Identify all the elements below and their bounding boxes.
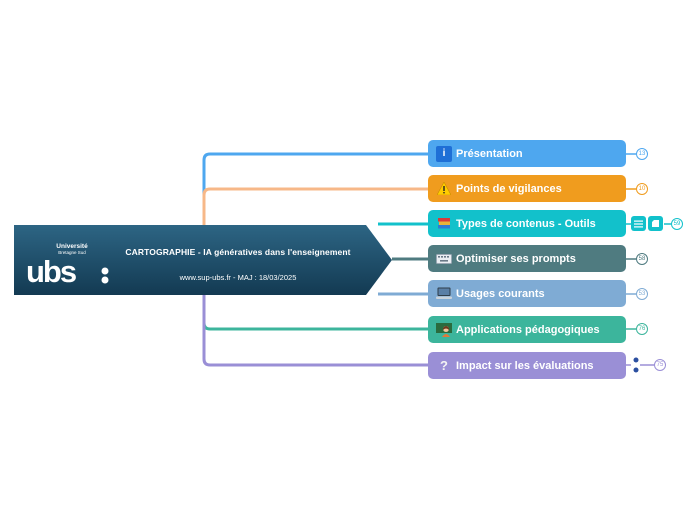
badge-types[interactable]: 59: [671, 218, 683, 230]
question-icon: ?: [440, 358, 448, 373]
node-label: Impact sur les évaluations: [456, 359, 594, 372]
node-label: Optimiser ses prompts: [456, 252, 576, 265]
node-label: Points de vigilances: [456, 182, 562, 195]
node-optimiser-ses-prompts[interactable]: Optimiser ses prompts: [428, 245, 626, 272]
node-label: Types de contenus - Outils: [456, 217, 596, 230]
node-usages-courants[interactable]: Usages courants: [428, 280, 626, 307]
dot-bottom: [633, 367, 639, 373]
dot-top: [633, 357, 639, 363]
node-types-de-contenus-outils[interactable]: Types de contenus - Outils: [428, 210, 626, 237]
node-label: Usages courants: [456, 287, 545, 300]
svg-text:Université: Université: [56, 243, 88, 250]
notes-icon[interactable]: [631, 216, 646, 231]
svg-text:Bretagne Sud: Bretagne Sud: [58, 250, 86, 255]
node-label: Applications pédagogiques: [456, 323, 600, 336]
node-presentation[interactable]: i Présentation: [428, 140, 626, 167]
connector-evaluations: [202, 295, 428, 367]
svg-text:ubs: ubs: [26, 254, 76, 289]
badge-prompts[interactable]: 58: [636, 253, 648, 265]
link-icon[interactable]: [648, 216, 663, 231]
badge-vigilances[interactable]: 10: [636, 183, 648, 195]
badge-presentation[interactable]: 13: [636, 148, 648, 160]
warning-icon: [436, 181, 452, 197]
root-title: CARTOGRAPHIE - IA génératives dans l'ens…: [125, 247, 351, 257]
connector-applications: [202, 295, 428, 331]
info-icon: i: [436, 145, 452, 162]
badge-applications[interactable]: 76: [636, 323, 648, 335]
node-applications-pedagogiques[interactable]: Applications pédagogiques: [428, 316, 626, 343]
root-shape: [14, 225, 392, 295]
root-node[interactable]: Université Bretagne Sud ubs CARTOGRAPHIE…: [14, 225, 392, 295]
root-subtitle: www.sup-ubs.fr - MAJ : 18/03/2025: [179, 273, 297, 282]
connector-vigilances: [202, 187, 428, 225]
node-points-de-vigilances[interactable]: Points de vigilances: [428, 175, 626, 202]
computer-icon: [436, 286, 452, 302]
teacher-icon: [436, 322, 452, 338]
ubs-logo: Université Bretagne Sud ubs: [24, 233, 116, 289]
node-label: Présentation: [456, 147, 523, 160]
keyboard-icon: [436, 251, 452, 267]
books-icon: [436, 216, 452, 232]
connector-presentation: [202, 152, 428, 225]
badge-usages[interactable]: 53: [636, 288, 648, 300]
badge-evaluations[interactable]: 75: [654, 359, 666, 371]
node-impact-sur-les-evaluations[interactable]: ? Impact sur les évaluations: [428, 352, 626, 379]
